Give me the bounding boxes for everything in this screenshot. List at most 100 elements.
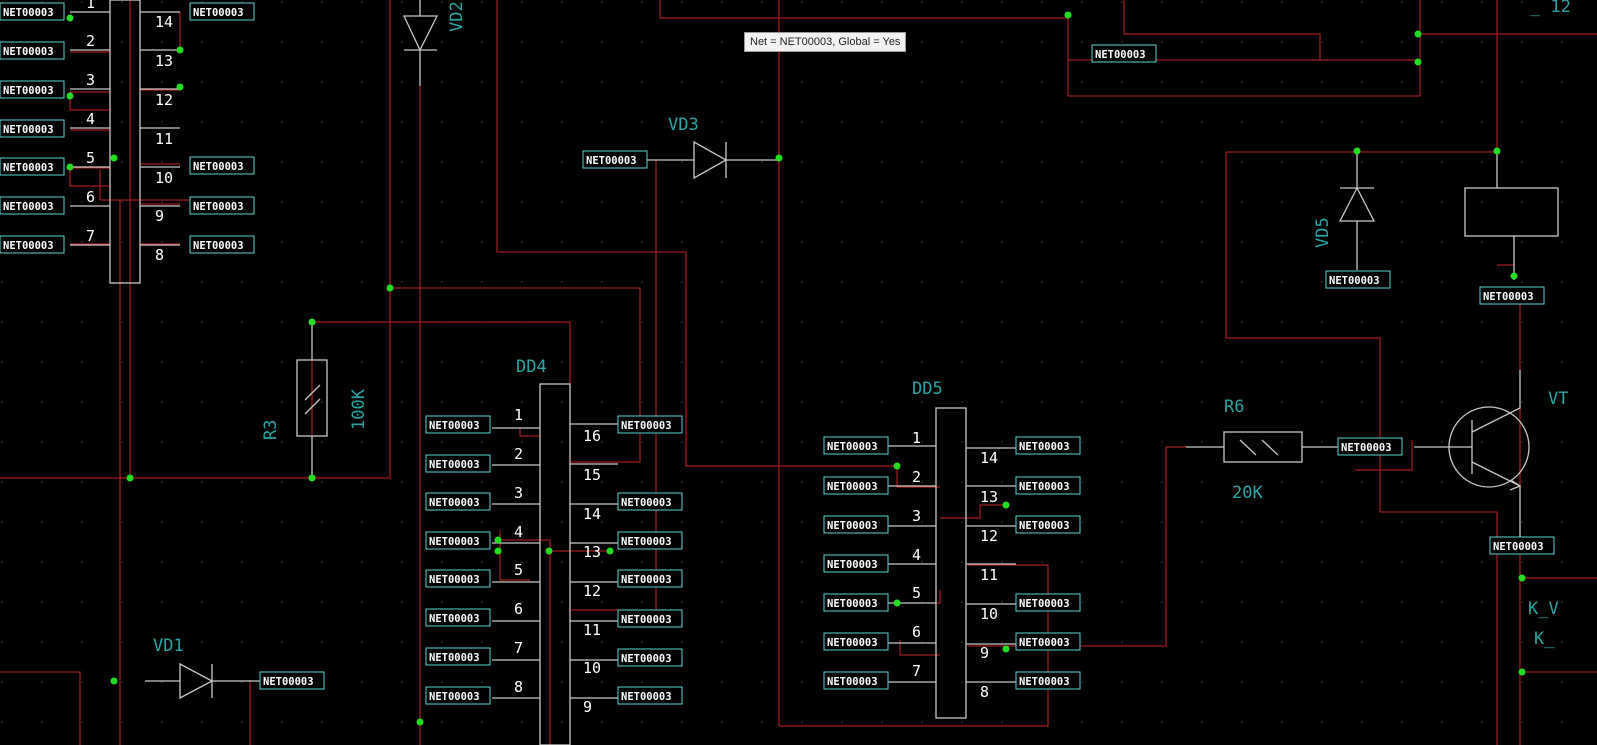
net-label[interactable]: NET00003	[1015, 476, 1081, 495]
vt-refdes: VT	[1548, 389, 1568, 409]
net-label[interactable]: NET00003	[259, 671, 325, 690]
net-label[interactable]: NET00003	[425, 686, 491, 705]
net-label[interactable]: NET00003	[823, 515, 889, 534]
dd5-body	[935, 407, 967, 719]
net-label[interactable]: NET00003	[1015, 593, 1081, 612]
net-label[interactable]: NET00003	[1015, 632, 1081, 651]
net-label[interactable]: NET00003	[617, 569, 683, 588]
kv-label: K_	[1534, 629, 1555, 649]
net-label-text: NET00003	[827, 676, 878, 688]
net-label[interactable]: NET00003	[189, 2, 255, 21]
dd5-pin-left: 7	[912, 662, 921, 680]
ic-tl-pin-left: 7	[86, 227, 95, 245]
net-label-text: NET00003	[429, 652, 480, 664]
dd4-pin-left: 3	[514, 484, 523, 502]
net-label-text: NET00003	[1095, 49, 1146, 61]
net-label[interactable]: NET00003	[617, 492, 683, 511]
net-label[interactable]: NET00003	[823, 436, 889, 455]
net-label-text: NET00003	[827, 481, 878, 493]
net-label[interactable]: NET00003	[189, 235, 255, 254]
ic-tl-pin-left: 6	[86, 188, 95, 206]
net-label[interactable]: NET00003	[823, 593, 889, 612]
dd5-pin-left: 3	[912, 507, 921, 525]
net-label-text: NET00003	[3, 7, 54, 19]
dd5-pin-left: 6	[912, 623, 921, 641]
dd4-pin-right: 12	[583, 582, 601, 600]
net-label[interactable]: NET00003	[425, 492, 491, 511]
vd5-diode	[1338, 152, 1376, 270]
net-label[interactable]: NET00003	[1489, 536, 1555, 555]
net-label-text: NET00003	[3, 162, 54, 174]
vd1-diode	[145, 662, 260, 700]
net-label[interactable]: NET00003	[0, 157, 65, 176]
dd5-pin-left: 4	[912, 546, 921, 564]
net-label[interactable]: NET00003	[0, 2, 65, 21]
net-label[interactable]: NET00003	[425, 531, 491, 550]
net-label-text: NET00003	[621, 691, 672, 703]
net-label[interactable]: NET00003	[1337, 437, 1403, 456]
dd4-pin-right: 11	[583, 621, 601, 639]
net-label-text: NET00003	[827, 520, 878, 532]
dd4-pin-right: 10	[583, 659, 601, 677]
net-label[interactable]: NET00003	[425, 454, 491, 473]
net-label[interactable]: NET00003	[1091, 44, 1157, 63]
net-label[interactable]: NET00003	[1479, 286, 1545, 305]
junctions	[66, 11, 1526, 726]
net-label[interactable]: NET00003	[425, 415, 491, 434]
net-label[interactable]: NET00003	[0, 41, 65, 60]
net-label[interactable]: NET00003	[1325, 270, 1391, 289]
net-label-text: NET00003	[621, 536, 672, 548]
ic-tl-pin-right: 11	[155, 130, 173, 148]
ic-tl-pin-right: 13	[155, 52, 173, 70]
dd4-pin-right: 16	[583, 427, 601, 445]
net-label[interactable]: NET00003	[0, 196, 65, 215]
dd5-pin-left: 5	[912, 584, 921, 602]
net-label[interactable]: NET00003	[823, 554, 889, 573]
net-label-text: NET00003	[429, 691, 480, 703]
dd5-pin-right: 14	[980, 449, 998, 467]
net-label-text: NET00003	[621, 420, 672, 432]
ic-tl-pin-left: 2	[86, 32, 95, 50]
net-label[interactable]: NET00003	[425, 647, 491, 666]
net-label-text: NET00003	[1483, 291, 1534, 303]
net-label-text: NET00003	[621, 574, 672, 586]
dd4-pin-left: 5	[514, 561, 523, 579]
net-label-text: NET00003	[3, 240, 54, 252]
net-label[interactable]: NET00003	[1015, 436, 1081, 455]
dd5-pin-right: 12	[980, 527, 998, 545]
net-label[interactable]: NET00003	[189, 196, 255, 215]
vd2-diode	[402, 0, 439, 86]
ic-tl-pin-left: 4	[86, 110, 95, 128]
net-label[interactable]: NET00003	[425, 608, 491, 627]
net-label[interactable]: NET00003	[617, 415, 683, 434]
net-label[interactable]: NET00003	[0, 119, 65, 138]
net-label-text: NET00003	[827, 441, 878, 453]
net-label[interactable]: NET00003	[617, 648, 683, 667]
ic-tl-pin-right: 12	[155, 91, 173, 109]
net-label-text: NET00003	[263, 676, 314, 688]
net-label[interactable]: NET00003	[425, 569, 491, 588]
net-label[interactable]: NET00003	[189, 156, 255, 175]
dd4-pin-left: 1	[514, 406, 523, 424]
net-label[interactable]: NET00003	[0, 235, 65, 254]
net-label[interactable]: NET00003	[1015, 671, 1081, 690]
net-label[interactable]: NET00003	[617, 531, 683, 550]
r3-refdes: R3	[261, 420, 281, 440]
net-label-text: NET00003	[1019, 441, 1070, 453]
net-label[interactable]: NET00003	[823, 476, 889, 495]
dd4-pin-right: 15	[583, 466, 601, 484]
net-label[interactable]: NET00003	[617, 686, 683, 705]
dd5-pins	[888, 445, 1016, 683]
net-label-text: NET00003	[193, 7, 244, 19]
net-label[interactable]: NET00003	[617, 609, 683, 628]
net-label[interactable]: NET00003	[0, 80, 65, 99]
net-label[interactable]: NET00003	[582, 150, 648, 169]
net-label[interactable]: NET00003	[1015, 515, 1081, 534]
net-label-text: NET00003	[3, 46, 54, 58]
net-label-text: NET00003	[429, 536, 480, 548]
net-label[interactable]: NET00003	[823, 671, 889, 690]
net-label[interactable]: NET00003	[823, 632, 889, 651]
